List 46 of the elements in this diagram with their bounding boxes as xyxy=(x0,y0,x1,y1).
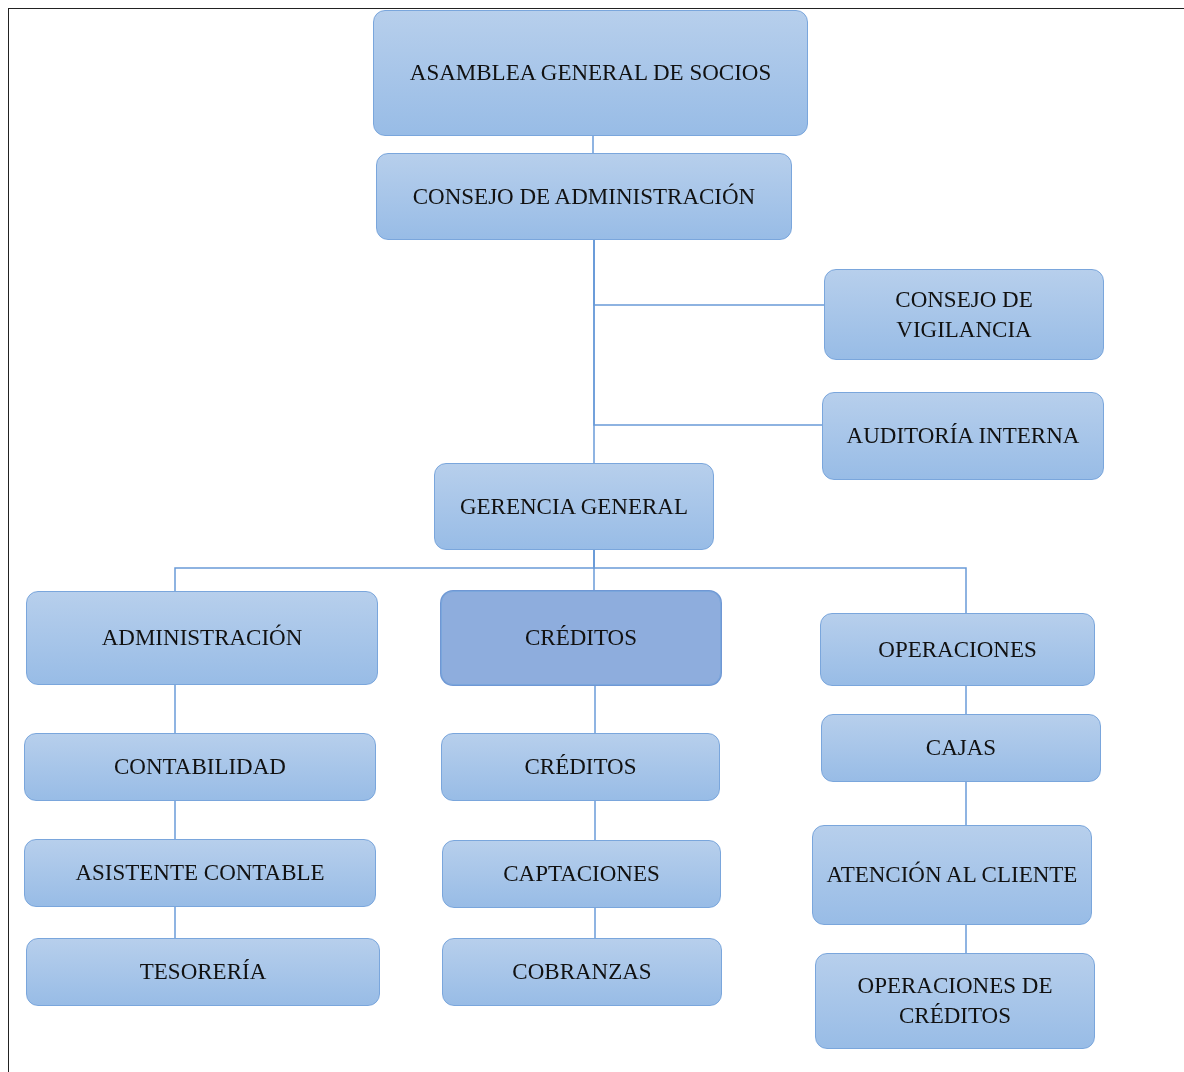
connector-line xyxy=(174,800,176,840)
unit-name: CONSEJO DE ADMINISTRACIÓN xyxy=(412,182,756,211)
connector-line xyxy=(593,549,967,614)
unit-name: AUDITORÍA INTERNA xyxy=(846,422,1080,450)
unit-name: CAPTACIONES xyxy=(503,860,660,888)
org-unit-box xyxy=(26,938,380,1006)
org-unit-box xyxy=(442,938,722,1006)
org-unit-box xyxy=(24,839,376,907)
org-unit-box xyxy=(442,840,721,908)
org-unit-box xyxy=(373,10,808,136)
org-unit-box xyxy=(441,733,720,801)
unit-name: ADMINISTRACIÓN xyxy=(101,623,303,652)
unit-name: OPERACIONES xyxy=(878,635,1037,664)
unit-name: OPERACIONES DE CRÉDITOS xyxy=(856,972,1054,1030)
unit-name: TESORERÍA xyxy=(139,958,267,986)
org-unit-box xyxy=(820,613,1095,686)
unit-name: CONSEJO DE VIGILANCIA xyxy=(894,285,1034,344)
org-unit-box xyxy=(822,392,1104,480)
connector-line xyxy=(174,684,176,734)
connector-line xyxy=(965,685,967,715)
unit-name: ASAMBLEA GENERAL DE SOCIOS xyxy=(409,59,772,87)
connector-line xyxy=(594,800,596,841)
unit-name: COBRANZAS xyxy=(512,958,652,986)
connector-line xyxy=(965,924,967,954)
org-unit-box xyxy=(824,269,1104,360)
org-unit-box xyxy=(376,153,792,240)
connector-line xyxy=(174,906,176,939)
org-unit-box xyxy=(24,733,376,801)
unit-name: CRÉDITOS xyxy=(524,753,637,781)
org-unit-box xyxy=(434,463,714,550)
unit-name: CRÉDITOS xyxy=(524,624,637,652)
connector-line xyxy=(593,239,595,464)
connector-line xyxy=(592,135,594,154)
org-unit-box xyxy=(812,825,1092,925)
unit-name: CONTABILIDAD xyxy=(114,753,286,781)
org-unit-box xyxy=(821,714,1101,782)
org-unit-box xyxy=(441,591,721,685)
connector-line xyxy=(594,684,596,734)
unit-name: ATENCIÓN AL CLIENTE xyxy=(826,860,1078,889)
org-unit-box xyxy=(815,953,1095,1049)
org-unit-box xyxy=(26,591,378,685)
connector-line xyxy=(965,781,967,826)
unit-name: ASISTENTE CONTABLE xyxy=(75,859,325,887)
unit-name: CAJAS xyxy=(925,734,997,762)
connector-line xyxy=(594,907,596,939)
unit-name: GERENCIA GENERAL xyxy=(459,492,689,521)
